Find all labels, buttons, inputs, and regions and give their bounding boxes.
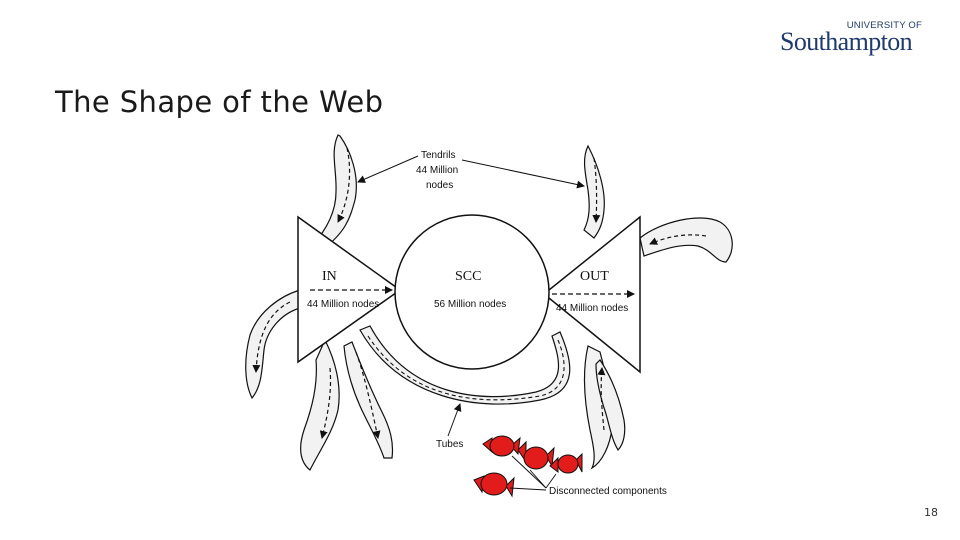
- tendrils-label-2: 44 Million: [416, 165, 458, 176]
- disconnected-blob-2: [517, 440, 555, 470]
- university-logo: UNIVERSITY OF Southampton: [780, 18, 930, 58]
- disconnected-blob-3: [549, 452, 583, 474]
- tendril-right-lower: [595, 359, 626, 451]
- tendrils-pointer-left: [357, 155, 419, 183]
- disconnected-pointers: [509, 455, 557, 491]
- disconnected-components: [473, 435, 583, 498]
- tendril-bottom-mid: [343, 341, 394, 459]
- disconnected-blob-1: [482, 435, 521, 457]
- tendril-bottom-left: [300, 338, 340, 471]
- disconnected-blob-4: [473, 472, 515, 498]
- out-nodes-label: 44 Million nodes: [556, 303, 628, 314]
- in-label: IN: [322, 269, 337, 284]
- scc-label: SCC: [455, 269, 481, 284]
- in-component: [297, 215, 402, 364]
- tendrils-label-3: nodes: [426, 180, 453, 191]
- tendrils-label-1: Tendrils: [421, 150, 455, 161]
- disconnected-label: Disconnected components: [549, 486, 667, 497]
- tendril-left-in: [245, 289, 301, 400]
- scc-component: [394, 214, 550, 370]
- page-number: 18: [924, 506, 938, 519]
- tendril-right: [639, 217, 733, 263]
- tube: [359, 325, 571, 405]
- tubes-pointer: [447, 403, 462, 437]
- tendril-arrows: [252, 147, 707, 439]
- in-nodes-label: 44 Million nodes: [307, 299, 379, 310]
- slide-title: The Shape of the Web: [55, 85, 384, 119]
- logo-southampton: Southampton: [780, 27, 913, 56]
- out-label: OUT: [580, 269, 609, 284]
- scc-nodes-label: 56 Million nodes: [434, 299, 506, 310]
- tubes-label: Tubes: [436, 439, 463, 450]
- tendrils-pointer-right: [461, 159, 585, 189]
- logo-university-of: UNIVERSITY OF: [846, 20, 922, 31]
